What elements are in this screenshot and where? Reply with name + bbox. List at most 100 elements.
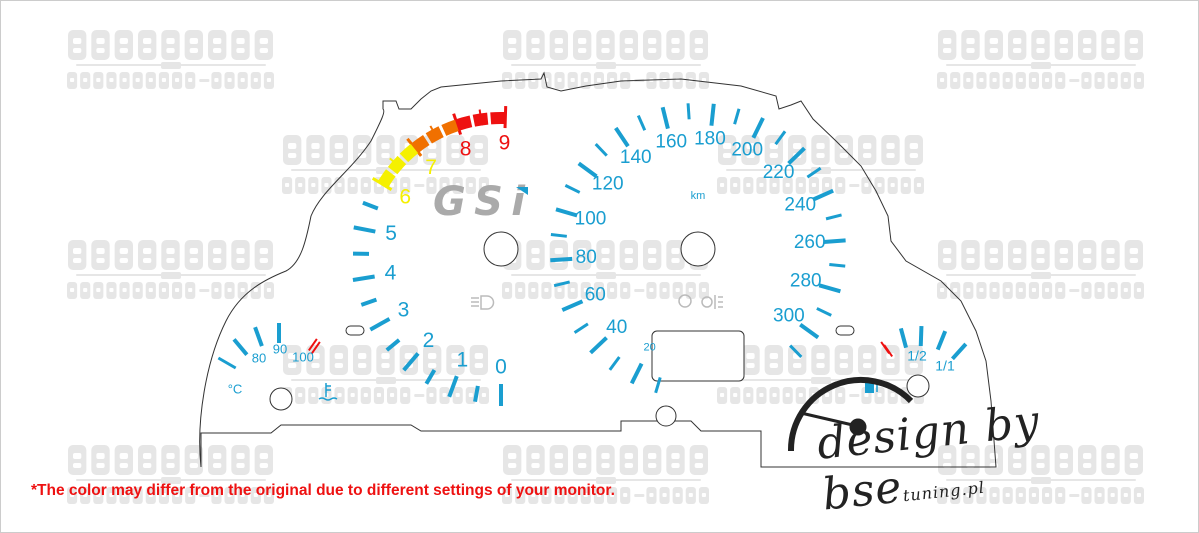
tach-tick bbox=[353, 225, 376, 234]
fuel-tick bbox=[935, 330, 948, 351]
tach-tick bbox=[385, 338, 401, 352]
tach-redline-band bbox=[377, 143, 419, 188]
speed-label: 20 bbox=[644, 341, 656, 353]
speed-label: 40 bbox=[606, 317, 627, 338]
watermark bbox=[67, 240, 274, 299]
coolant-icon bbox=[318, 383, 338, 401]
speed-tick bbox=[823, 238, 846, 244]
speed-label: 280 bbox=[790, 271, 822, 292]
tach-redline-band bbox=[455, 112, 506, 131]
pointer-hole-speed-bottom bbox=[655, 405, 677, 427]
speed-label: 180 bbox=[694, 129, 726, 150]
tach-tick bbox=[424, 368, 437, 385]
tach-label: 9 bbox=[499, 132, 511, 155]
tach-label: 4 bbox=[385, 261, 397, 284]
svg-text:GSi: GSi bbox=[433, 179, 526, 225]
speed-tick bbox=[829, 262, 846, 268]
pointer-hole-right bbox=[680, 231, 716, 267]
temp-red-tick bbox=[308, 338, 318, 351]
tach-label: 8 bbox=[460, 137, 472, 160]
fuel-tick bbox=[950, 342, 968, 361]
speed-tick bbox=[660, 106, 670, 130]
speed-label: 120 bbox=[592, 174, 624, 195]
color-disclaimer: *The color may differ from the original … bbox=[31, 482, 615, 499]
signature-suffix: tuning.pl bbox=[902, 477, 986, 506]
temp-tick bbox=[217, 356, 237, 370]
speed-tick bbox=[629, 362, 644, 385]
speed-tick bbox=[816, 307, 832, 317]
speed-tick bbox=[589, 336, 608, 355]
tach-label: 3 bbox=[398, 299, 410, 322]
tach-redline-band bbox=[411, 119, 460, 153]
speed-label: 60 bbox=[585, 285, 606, 306]
speed-tick bbox=[553, 280, 571, 288]
warning-icons bbox=[678, 294, 723, 309]
tach-tick bbox=[371, 177, 393, 191]
speed-label: 300 bbox=[773, 305, 805, 326]
watermark bbox=[502, 445, 709, 504]
speed-tick bbox=[608, 356, 621, 371]
watermark bbox=[937, 240, 1144, 299]
speed-tick bbox=[799, 323, 820, 340]
speed-tick bbox=[709, 103, 716, 126]
speed-tick bbox=[594, 143, 608, 157]
tach-tick bbox=[352, 274, 375, 282]
watermark bbox=[282, 345, 489, 404]
fuel-tick bbox=[918, 325, 924, 347]
pointer-hole-temp bbox=[269, 387, 293, 411]
speed-label: 240 bbox=[784, 194, 816, 215]
pointer-hole-fuel bbox=[906, 374, 930, 398]
speed-tick bbox=[561, 299, 584, 312]
speed-tick bbox=[825, 213, 842, 221]
speed-tick bbox=[812, 188, 834, 202]
temp-red-tick bbox=[311, 341, 321, 354]
indicator-slot-left bbox=[345, 325, 365, 336]
speed-tick bbox=[550, 256, 573, 263]
speed-label: 200 bbox=[731, 139, 763, 160]
tach-label: 6 bbox=[399, 186, 411, 209]
speed-tick bbox=[614, 126, 630, 148]
dial-outline bbox=[199, 71, 997, 468]
temp-tick bbox=[253, 326, 264, 347]
headlight-icon bbox=[471, 295, 495, 310]
tach-tick bbox=[362, 200, 379, 211]
watermark bbox=[67, 30, 274, 89]
indicator-slot-right bbox=[835, 325, 855, 336]
speed-label: 80 bbox=[576, 247, 597, 268]
tach-tick bbox=[473, 385, 480, 403]
speed-tick bbox=[806, 166, 822, 179]
fuel-label: 1/2 bbox=[907, 348, 927, 364]
speed-tick bbox=[787, 146, 806, 165]
speed-tick bbox=[654, 377, 662, 394]
speed-tick bbox=[733, 108, 741, 125]
watermark bbox=[67, 445, 274, 504]
temp-label: 80 bbox=[252, 350, 266, 365]
speed-tick bbox=[751, 117, 765, 139]
speed-label: 140 bbox=[620, 147, 652, 168]
speed-tick bbox=[774, 130, 787, 146]
temp-label: 100 bbox=[292, 349, 314, 364]
tach-tick bbox=[402, 352, 420, 372]
fuel-red-tick bbox=[883, 344, 893, 357]
watermark bbox=[937, 30, 1144, 89]
speed-tick bbox=[686, 103, 691, 120]
speed-unit: km bbox=[691, 190, 706, 202]
speed-tick bbox=[636, 114, 647, 131]
speed-tick bbox=[577, 161, 598, 179]
temp-unit: °C bbox=[228, 381, 243, 396]
tach-tick bbox=[360, 297, 378, 307]
tach-tick bbox=[503, 106, 508, 129]
speed-tick bbox=[564, 184, 581, 194]
speed-label: 260 bbox=[794, 232, 826, 253]
tach-label: 2 bbox=[423, 329, 435, 352]
gsi-logo: GSi bbox=[433, 179, 528, 225]
signature-gauge-drawing bbox=[787, 376, 914, 452]
temp-label: 90 bbox=[273, 341, 287, 356]
tach-label: 7 bbox=[425, 156, 437, 179]
speed-tick bbox=[789, 344, 803, 359]
odometer-window bbox=[651, 330, 745, 382]
speed-tick bbox=[573, 322, 589, 334]
tach-tick bbox=[369, 317, 391, 332]
